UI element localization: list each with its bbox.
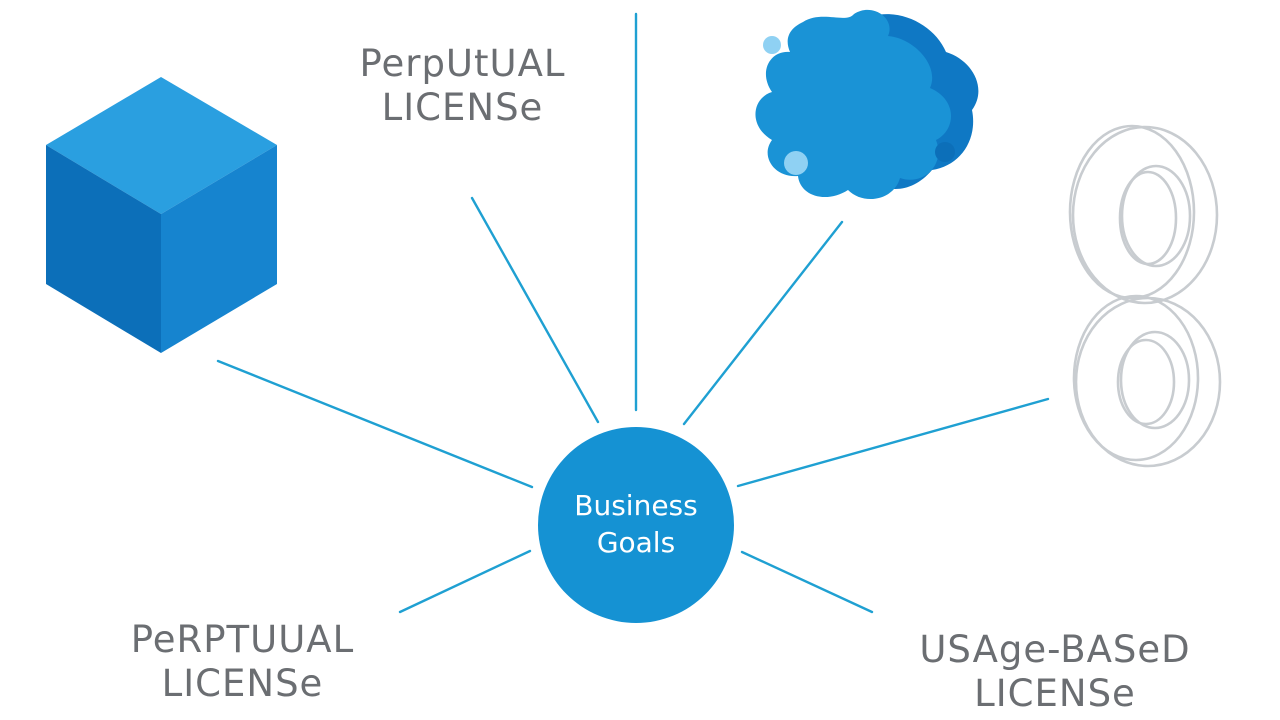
label-bottom-right-line2: LICENSe — [974, 671, 1136, 715]
connector-line-right — [736, 397, 1050, 488]
connector-line-lower-left — [398, 549, 532, 614]
label-bottom-left-line2: LICENSe — [161, 661, 324, 705]
label-top-line2: LICENSe — [381, 85, 544, 129]
business-goals-hub: Business Goals — [538, 427, 734, 623]
hub-label-line2: Goals — [596, 526, 676, 559]
label-bottom-right-line1: USAge-BASeD — [919, 628, 1191, 671]
hub-label-line1: Business — [574, 489, 698, 523]
label-usage-based-license: USAge-BASeD LICENSe — [900, 628, 1210, 715]
connector-line-upper-right — [682, 220, 844, 426]
connector-line-lower-right — [740, 550, 874, 614]
connector-line-upper-left — [470, 196, 600, 424]
splash-icon — [755, 9, 979, 200]
connector-line-left — [216, 359, 534, 489]
label-top-line1: PerpUtUAL — [359, 42, 566, 85]
infinity-icon — [1068, 124, 1222, 468]
cube-icon — [46, 77, 277, 353]
label-bottom-left-line1: PeRPTUUAL — [130, 618, 355, 661]
label-perpetual-license-bottom: PeRPTUUAL LICENSe — [110, 618, 375, 705]
label-perpetual-license-top: PerpUtUAL LICENSe — [330, 42, 595, 129]
